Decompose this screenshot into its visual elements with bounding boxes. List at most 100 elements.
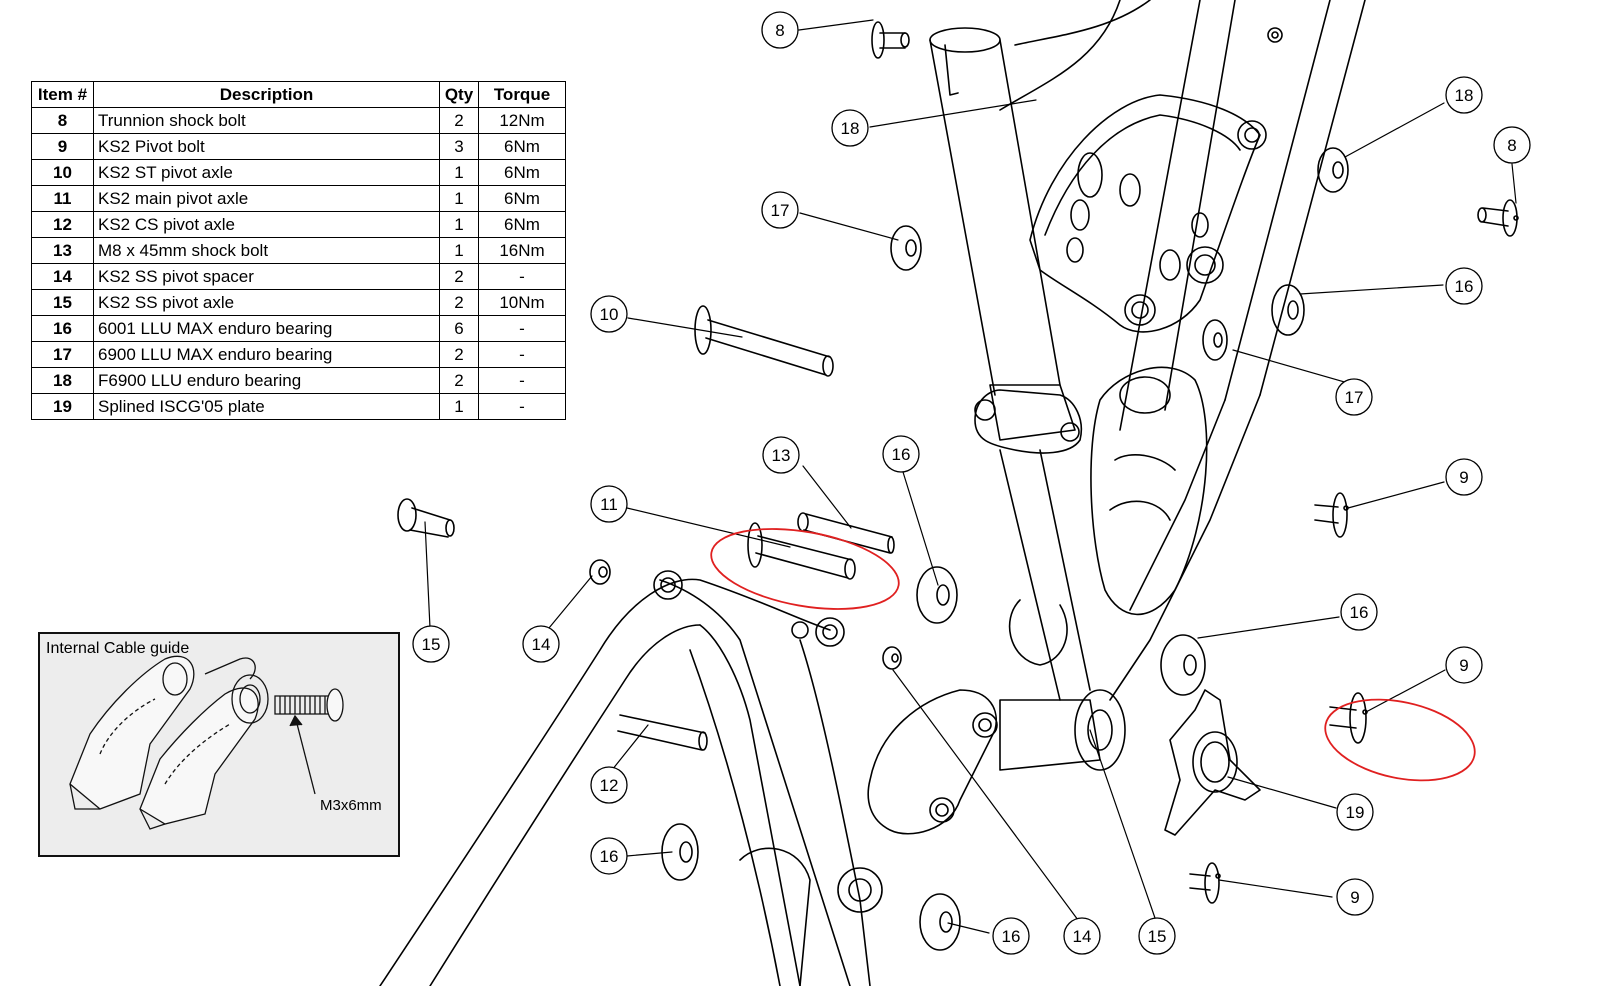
cell-qty: 3 [439, 133, 479, 160]
callout-circle [992, 917, 1030, 955]
bearings [589, 147, 1349, 951]
cable-guide-drawing [69, 655, 344, 830]
callout-label: 15 [1148, 927, 1167, 946]
cell-item: 17 [31, 341, 94, 368]
cable-guide-left-half [69, 655, 195, 810]
callout-circle [1493, 126, 1531, 164]
callout-circle [590, 295, 628, 333]
cell-qty: 1 [439, 185, 479, 212]
internal-cable-guide-inset: Internal Cable guide [38, 632, 400, 857]
callout-circle [762, 436, 800, 474]
callout-label: 18 [1455, 86, 1474, 105]
screw-size-label: M3x6mm [320, 797, 382, 814]
callout-circle [1445, 76, 1483, 114]
cell-description: KS2 Pivot bolt [93, 133, 440, 160]
cell-torque: 6Nm [478, 211, 566, 238]
cell-item: 12 [31, 211, 94, 238]
bottom-bracket-area [999, 366, 1208, 771]
cell-qty: 2 [439, 367, 479, 394]
cell-torque: 6Nm [478, 159, 566, 186]
callout-circle [412, 625, 450, 663]
callout-circle [1138, 917, 1176, 955]
header-torque: Torque [478, 81, 566, 108]
callout-circle [1336, 878, 1374, 916]
cell-description: M8 x 45mm shock bolt [93, 237, 440, 264]
cell-description: 6001 LLU MAX enduro bearing [93, 315, 440, 342]
cell-item: 14 [31, 263, 94, 290]
cell-torque: 16Nm [478, 237, 566, 264]
callout-circle [831, 109, 869, 147]
header-item: Item # [31, 81, 94, 108]
cell-torque: 6Nm [478, 133, 566, 160]
cell-qty: 2 [439, 107, 479, 134]
callout-label: 9 [1459, 468, 1468, 487]
callout-label: 13 [772, 446, 791, 465]
cell-torque: 6Nm [478, 185, 566, 212]
cell-item: 8 [31, 107, 94, 134]
callout-label: 9 [1350, 888, 1359, 907]
cell-item: 11 [31, 185, 94, 212]
rear-swingarm [379, 570, 883, 986]
callout-label: 19 [1346, 803, 1365, 822]
cell-item: 19 [31, 393, 94, 420]
callout-circle [590, 837, 628, 875]
callout-label: 12 [600, 776, 619, 795]
callout-label: 14 [532, 635, 551, 654]
cell-qty: 1 [439, 159, 479, 186]
cell-qty: 1 [439, 211, 479, 238]
callout-label: 10 [600, 305, 619, 324]
cell-torque: - [478, 263, 566, 290]
header-qty: Qty [439, 81, 479, 108]
leader-lines [424, 19, 1517, 934]
callout-label: 9 [1459, 656, 1468, 675]
cell-item: 16 [31, 315, 94, 342]
callout-circle [590, 485, 628, 523]
callout-circle [1335, 378, 1373, 416]
cell-torque: - [478, 341, 566, 368]
callout-circle [1445, 646, 1483, 684]
cell-item: 15 [31, 289, 94, 316]
callout-label: 8 [1507, 136, 1516, 155]
cell-item: 9 [31, 133, 94, 160]
cell-item: 10 [31, 159, 94, 186]
callout-label: 16 [1350, 603, 1369, 622]
callout-label: 16 [1002, 927, 1021, 946]
cell-description: KS2 CS pivot axle [93, 211, 440, 238]
front-triangle [929, 0, 1366, 701]
table-header-row: Item # Description Qty Torque [31, 81, 566, 108]
callout-circle [1445, 267, 1483, 305]
cell-qty: 1 [439, 393, 479, 420]
cell-qty: 2 [439, 263, 479, 290]
iscg-plate [1164, 689, 1261, 836]
callout-label: 14 [1073, 927, 1092, 946]
cell-qty: 1 [439, 237, 479, 264]
cell-torque: 10Nm [478, 289, 566, 316]
callout-circle [1340, 593, 1378, 631]
rear-shock [974, 384, 1091, 701]
callout-circle [1063, 917, 1101, 955]
callout-label: 17 [771, 201, 790, 220]
callout-circle [1445, 458, 1483, 496]
inset-title: Internal Cable guide [46, 640, 190, 657]
callout-circle [761, 11, 799, 49]
rocker-link [1029, 94, 1267, 333]
cell-description: KS2 main pivot axle [93, 185, 440, 212]
header-description: Description [93, 81, 440, 108]
callout-label: 16 [892, 445, 911, 464]
cell-qty: 2 [439, 341, 479, 368]
